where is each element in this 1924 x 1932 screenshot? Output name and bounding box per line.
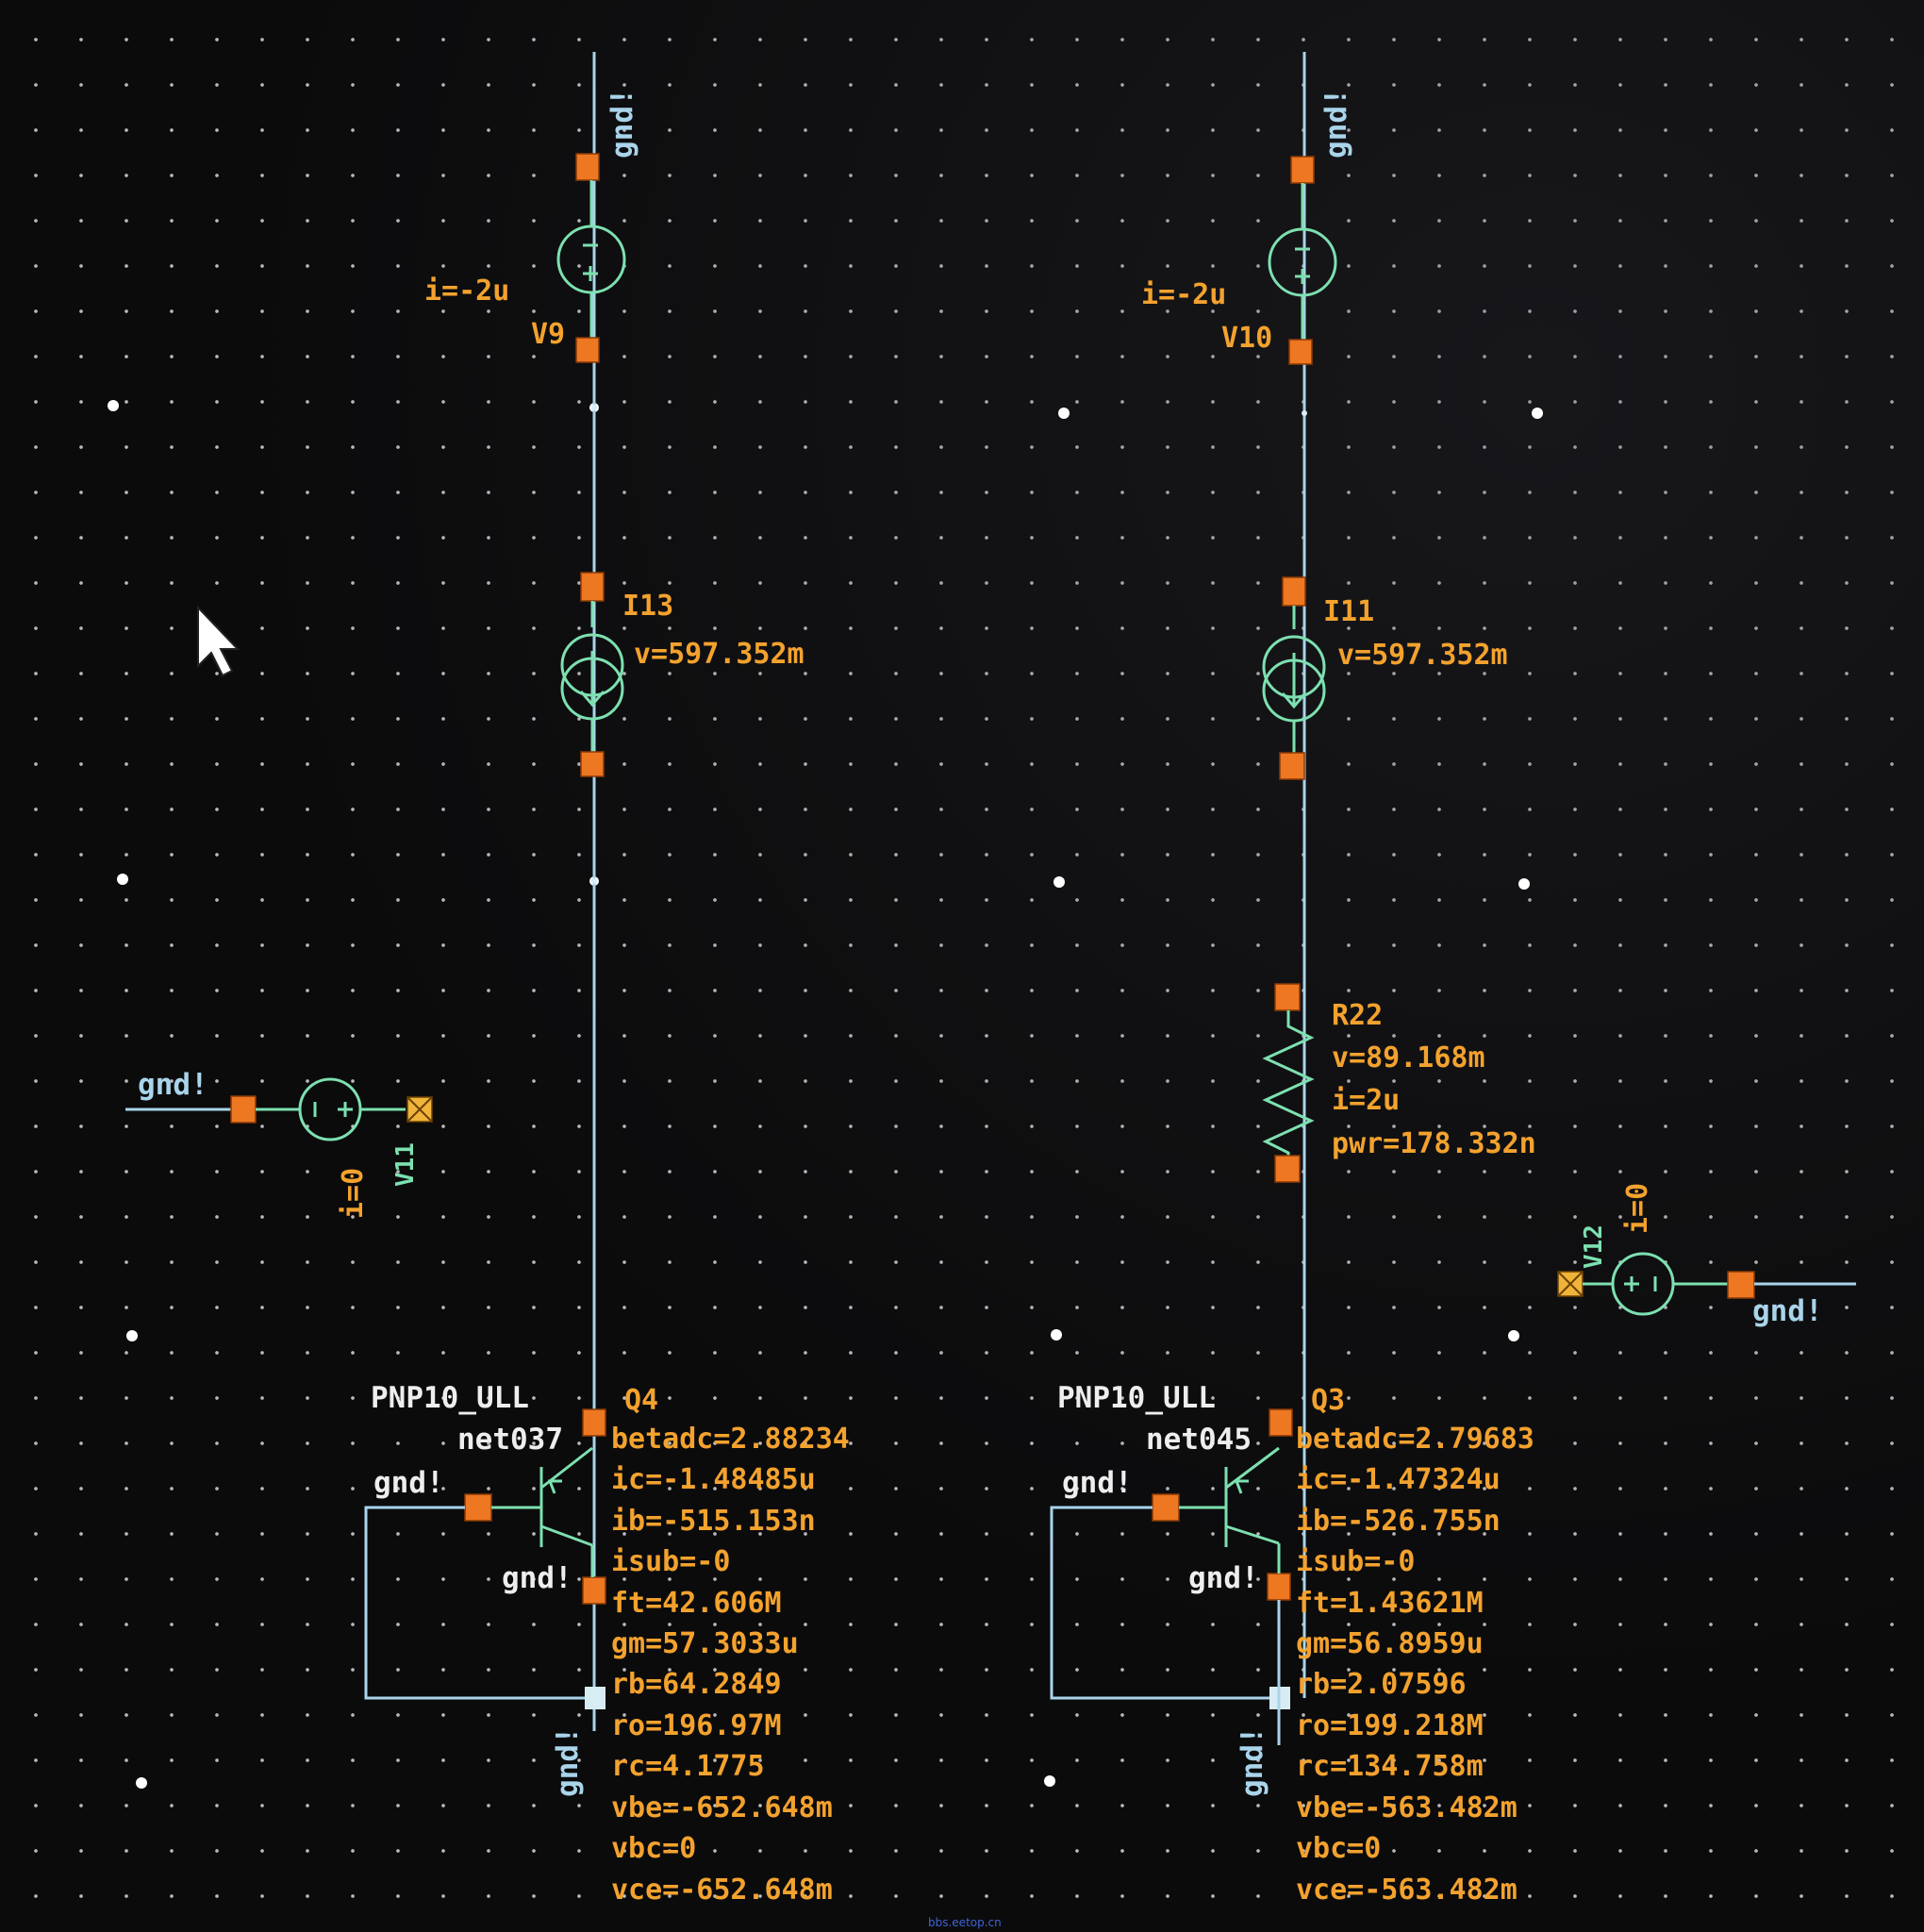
- q4-param: ro=196.97M: [611, 1709, 782, 1742]
- r22-voltage: v=89.168m: [1332, 1041, 1485, 1074]
- q3-params: betadc=2.79683 ic=-1.47324u ib=-526.755n…: [1296, 1423, 1534, 1907]
- q3-pin-base[interactable]: [1152, 1493, 1180, 1522]
- gnd-label-v11: gnd!: [138, 1068, 208, 1102]
- q3-param: gm=56.8959u: [1296, 1627, 1484, 1660]
- gnd-label-v12: gnd!: [1752, 1294, 1823, 1328]
- q4-param: vbc=0: [611, 1832, 696, 1865]
- i11-pin-top[interactable]: [1282, 576, 1306, 607]
- q3-param: ro=199.218M: [1296, 1709, 1484, 1742]
- gnd-label-top-left: gnd!: [605, 88, 639, 158]
- i13-name: I13: [622, 590, 673, 623]
- i13-voltage: v=597.352m: [634, 638, 804, 671]
- q3-name: Q3: [1311, 1384, 1345, 1417]
- q3-param: rc=134.758m: [1296, 1750, 1484, 1783]
- q3-param: isub=-0: [1296, 1545, 1415, 1578]
- v10-name: V10: [1221, 322, 1272, 355]
- q4-model: PNP10_ULL: [371, 1381, 529, 1415]
- q3-transistor[interactable]: [1179, 1446, 1281, 1574]
- v9-pin-top[interactable]: [575, 153, 600, 181]
- q3-param: vbe=-563.482m: [1296, 1791, 1518, 1824]
- q4-param: isub=-0: [611, 1545, 730, 1578]
- grid-major-points: [108, 400, 1543, 1789]
- q4-param: rc=4.1775: [611, 1750, 765, 1783]
- i13-pin-top[interactable]: [580, 572, 605, 602]
- q4-params: betadc=2.88234 ic=-1.48485u ib=-515.153n…: [611, 1423, 850, 1907]
- wire-q4-base-loop[interactable]: [364, 1506, 594, 1700]
- q3-param: vbc=0: [1296, 1832, 1381, 1865]
- r22-name: R22: [1332, 999, 1383, 1032]
- v12-pin-right[interactable]: [1727, 1271, 1755, 1299]
- q3-param: ic=-1.47324u: [1296, 1463, 1501, 1496]
- left-branch: gnd! i=-2u V9 I13 v=597.352m gnd!: [125, 52, 850, 1907]
- gnd-label-q4-base: gnd!: [373, 1466, 444, 1500]
- r22-current: i=2u: [1332, 1084, 1400, 1117]
- v12-source[interactable]: [1583, 1252, 1728, 1316]
- q4-param: ib=-515.153n: [611, 1505, 816, 1538]
- watermark-text: bbs.eetop.cn: [928, 1916, 1002, 1929]
- q3-pin-collector[interactable]: [1267, 1573, 1291, 1601]
- q3-pin-emitter[interactable]: [1269, 1408, 1293, 1437]
- v11-current: i=0: [337, 1168, 370, 1219]
- q4-emitter-net: net037: [457, 1423, 563, 1457]
- i11-name: I11: [1323, 595, 1374, 628]
- q4-transistor[interactable]: [491, 1446, 594, 1577]
- r22-resistor[interactable]: [1262, 1010, 1315, 1156]
- v11-pin-left[interactable]: [230, 1095, 257, 1124]
- v10-pin-bottom[interactable]: [1288, 339, 1313, 365]
- v12-name: V12: [1580, 1224, 1608, 1269]
- q3-emitter-net: net045: [1146, 1423, 1252, 1457]
- gnd-label-top-right: gnd!: [1319, 88, 1353, 158]
- right-branch: gnd! i=-2u V10 I11 v=597.352m: [1050, 52, 1856, 1907]
- q4-param: ic=-1.48485u: [611, 1463, 816, 1496]
- q4-junction-bottom[interactable]: [585, 1687, 605, 1709]
- v9-pin-bottom[interactable]: [575, 337, 600, 363]
- v11-source[interactable]: [256, 1077, 406, 1141]
- r22-power: pwr=178.332n: [1332, 1127, 1536, 1160]
- gnd-label-q4-bottom: gnd!: [551, 1726, 585, 1797]
- i13-pin-bottom[interactable]: [580, 751, 605, 777]
- i11-voltage: v=597.352m: [1337, 639, 1508, 672]
- v10-source[interactable]: [1268, 183, 1337, 340]
- q3-param: vce=-563.482m: [1296, 1874, 1518, 1907]
- q3-param: ft=1.43621M: [1296, 1587, 1484, 1620]
- q4-param: vce=-652.648m: [611, 1874, 833, 1907]
- q4-param: rb=64.2849: [611, 1668, 782, 1701]
- q3-param: ib=-526.755n: [1296, 1505, 1501, 1538]
- v9-current: i=-2u: [424, 275, 509, 308]
- r22-pin-top[interactable]: [1274, 983, 1301, 1011]
- q4-param: vbe=-652.648m: [611, 1791, 833, 1824]
- i11-current-source[interactable]: [1262, 606, 1326, 753]
- q4-pin-base[interactable]: [464, 1493, 492, 1522]
- q4-pin-emitter[interactable]: [582, 1408, 606, 1437]
- wire-q3-base-loop[interactable]: [1050, 1506, 1279, 1700]
- q4-param: ft=42.606M: [611, 1587, 782, 1620]
- q4-param: betadc=2.88234: [611, 1423, 850, 1456]
- i11-pin-bottom[interactable]: [1279, 752, 1305, 780]
- q4-pin-collector[interactable]: [582, 1576, 606, 1605]
- i13-current-source[interactable]: [560, 601, 624, 752]
- v11-name: V11: [391, 1142, 420, 1187]
- gnd-label-q4-collector: gnd!: [502, 1561, 572, 1595]
- v12-current: i=0: [1621, 1183, 1654, 1234]
- gnd-label-q3-base: gnd!: [1062, 1466, 1133, 1500]
- gnd-label-q3-bottom: gnd!: [1236, 1726, 1269, 1797]
- r22-pin-bottom[interactable]: [1274, 1155, 1301, 1183]
- arrow-pointer-icon: [197, 605, 240, 677]
- q3-model: PNP10_ULL: [1057, 1381, 1216, 1415]
- q4-param: gm=57.3033u: [611, 1627, 799, 1660]
- v10-pin-top[interactable]: [1290, 156, 1315, 184]
- gnd-label-q3-collector: gnd!: [1188, 1561, 1259, 1595]
- q4-name: Q4: [624, 1384, 658, 1417]
- q3-param: betadc=2.79683: [1296, 1423, 1534, 1456]
- v9-name: V9: [531, 318, 565, 351]
- v9-source[interactable]: [556, 180, 626, 338]
- q3-param: rb=2.07596: [1296, 1668, 1467, 1701]
- v10-current: i=-2u: [1141, 278, 1226, 311]
